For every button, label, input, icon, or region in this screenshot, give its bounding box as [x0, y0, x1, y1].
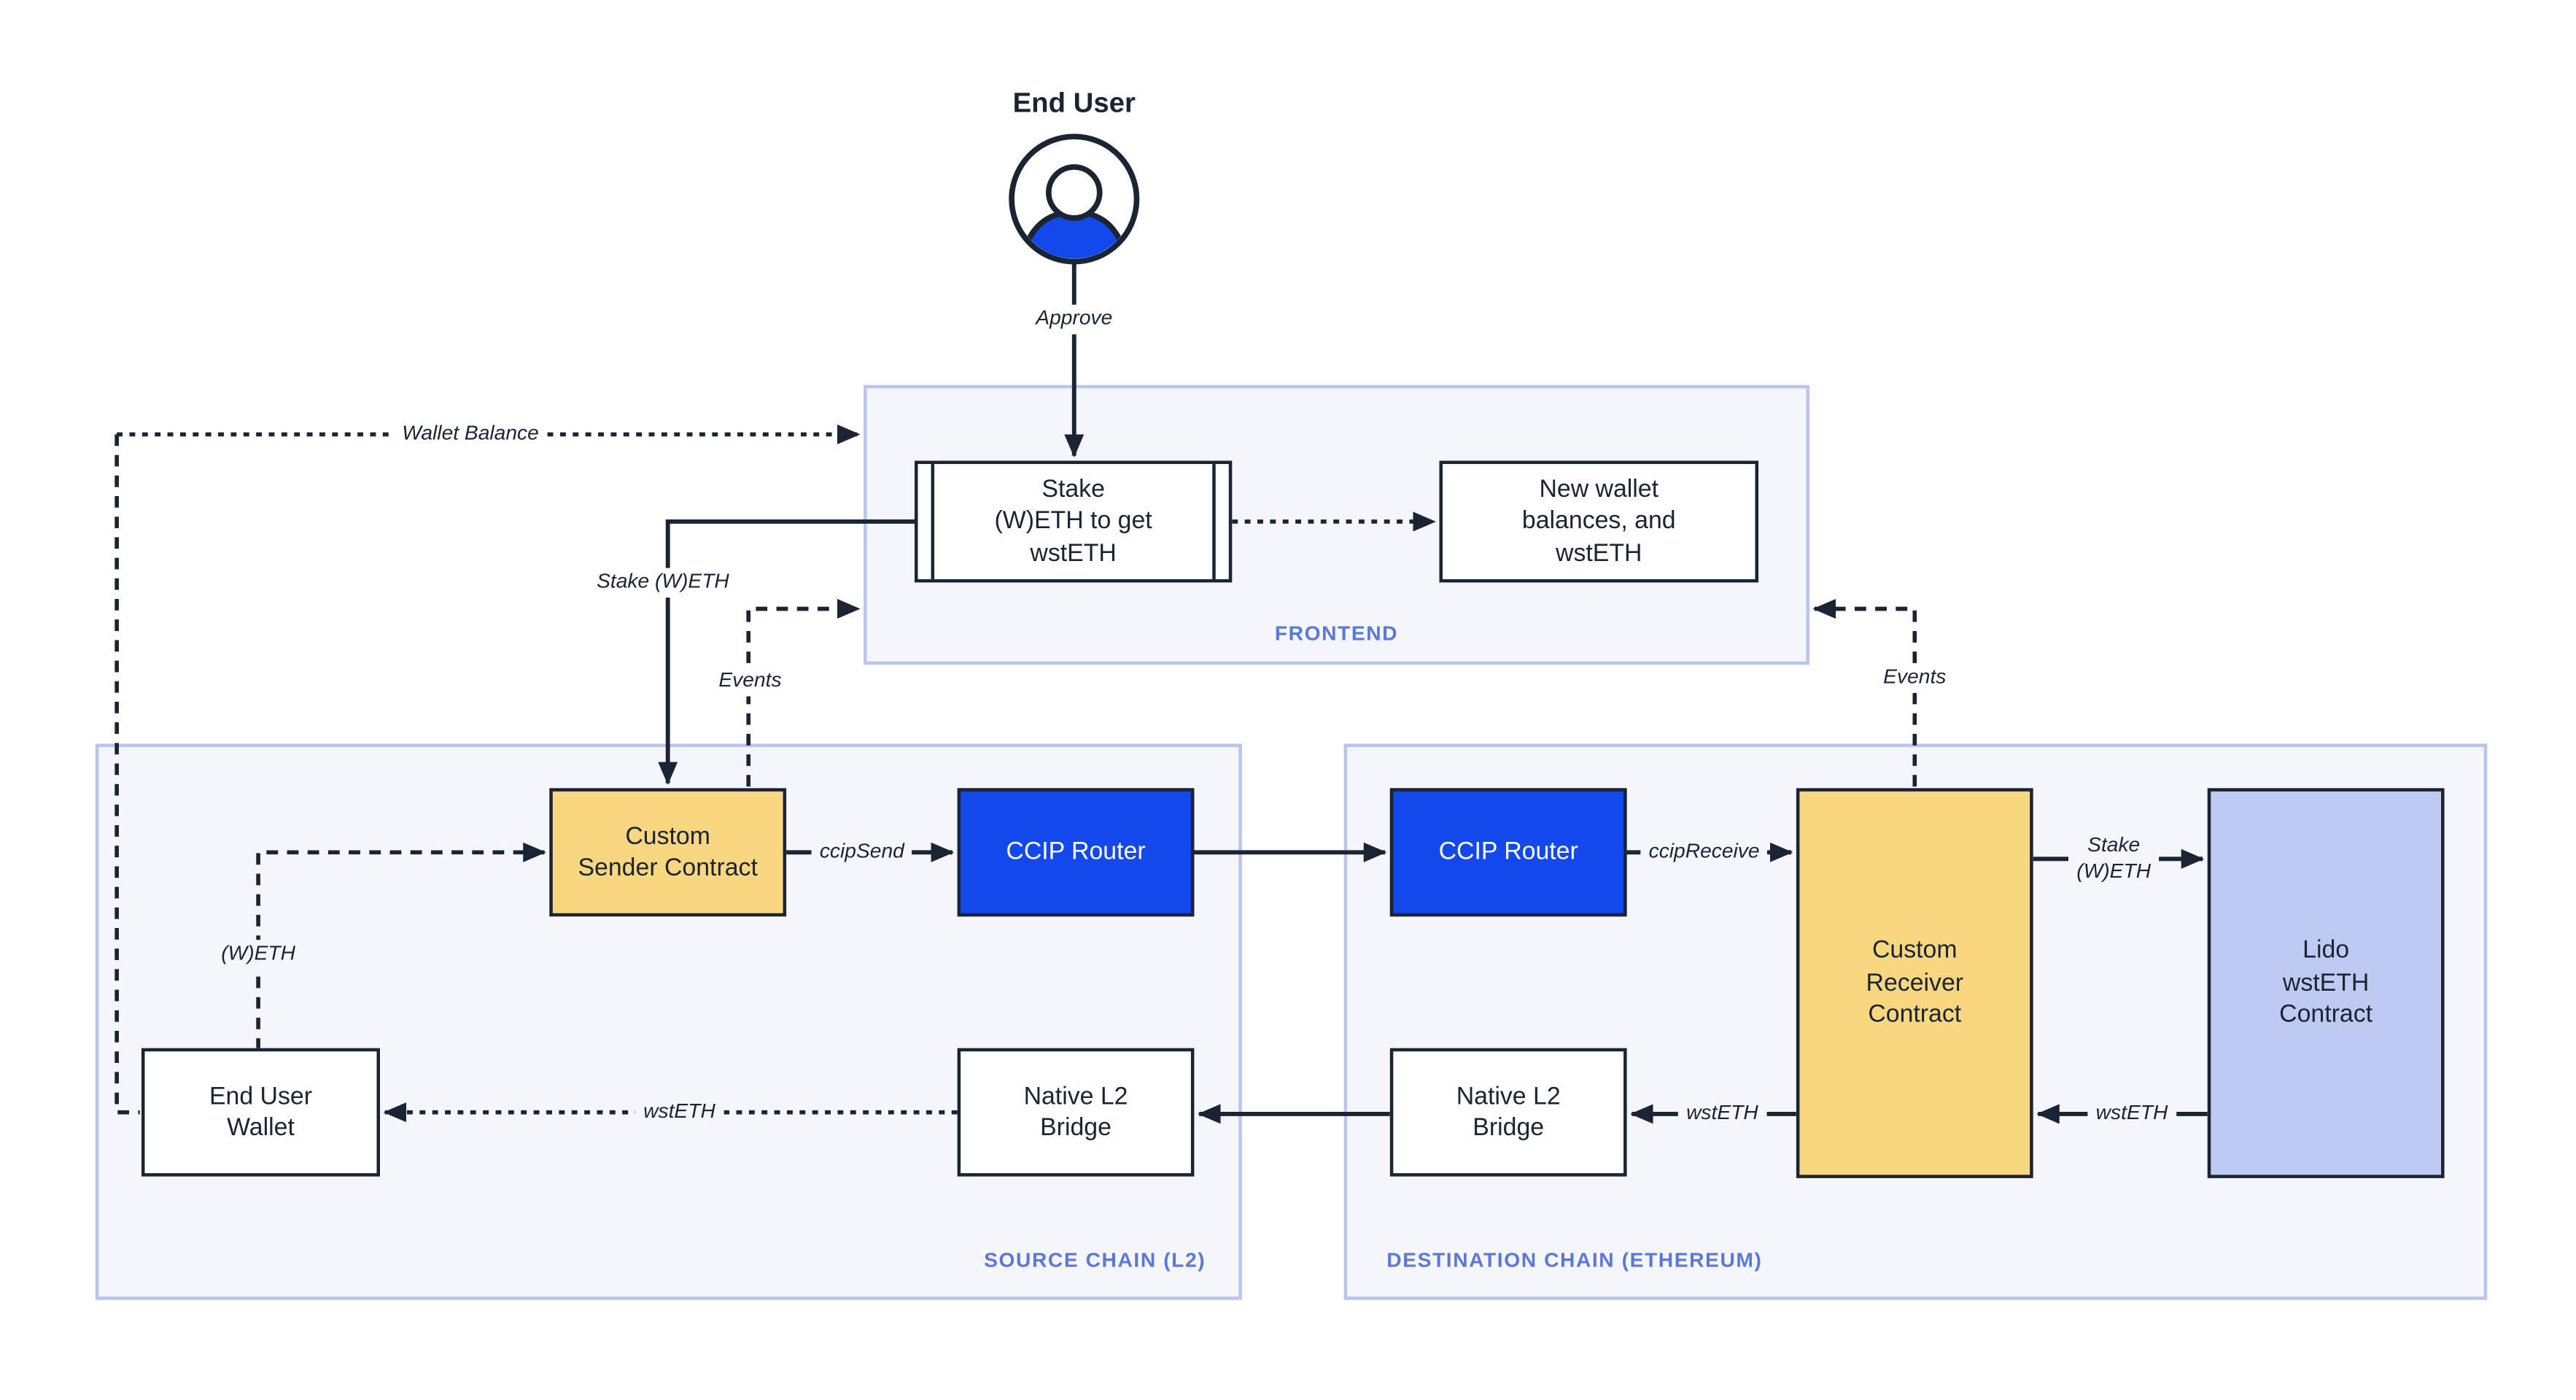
end-user-wallet: End User Wallet: [141, 1048, 380, 1177]
wsteth-to-wallet-label: wstETH: [635, 1097, 724, 1127]
ccip-send-label: ccipSend: [811, 838, 913, 867]
new-wallet-balances-box: New wallet balances, and wstETH: [1439, 460, 1759, 583]
stake-box: Stake (W)ETH to get wstETH: [915, 460, 1233, 583]
edge-wallet-balance-return: [115, 434, 140, 1115]
frontend-zone-label: FRONTEND: [1274, 622, 1399, 646]
approve-label: Approve: [1027, 304, 1121, 334]
destination-chain-zone-label: DESTINATION CHAIN (ETHEREUM): [1386, 1248, 1763, 1272]
user-icon: [1006, 131, 1141, 274]
native-l2-bridge-destination: Native L2 Bridge: [1389, 1048, 1627, 1177]
end-user-title: End User: [1012, 87, 1136, 119]
edge-weth: [256, 842, 546, 1050]
custom-sender-contract: Custom Sender Contract: [549, 788, 787, 917]
edge-events-right: [1812, 598, 1917, 787]
ccip-router-source: CCIP Router: [957, 788, 1195, 917]
events-left-label: Events: [710, 666, 790, 696]
wsteth-receiver-to-bridge-label: wstETH: [1677, 1099, 1767, 1129]
source-chain-zone-label: SOURCE CHAIN (L2): [984, 1248, 1206, 1272]
wallet-balance-label: Wallet Balance: [393, 419, 548, 449]
stake-weth-lido-label: Stake (W)ETH: [2068, 831, 2160, 886]
wsteth-lido-to-receiver-label: wstETH: [2087, 1099, 2176, 1129]
lido-wsteth-contract: Lido wstETH Contract: [2207, 788, 2445, 1178]
ccip-receive-label: ccipReceive: [1640, 838, 1768, 867]
stake-weth-label: Stake (W)ETH: [588, 568, 738, 597]
ccip-router-destination: CCIP Router: [1389, 788, 1627, 917]
weth-label: (W)ETH: [212, 940, 304, 970]
edge-stake-weth: [658, 519, 915, 785]
custom-receiver-contract: Custom Receiver Contract: [1796, 788, 2033, 1178]
native-l2-bridge-source: Native L2 Bridge: [957, 1048, 1195, 1177]
edge-events-left: [746, 598, 861, 787]
events-right-label: Events: [1874, 663, 1955, 693]
